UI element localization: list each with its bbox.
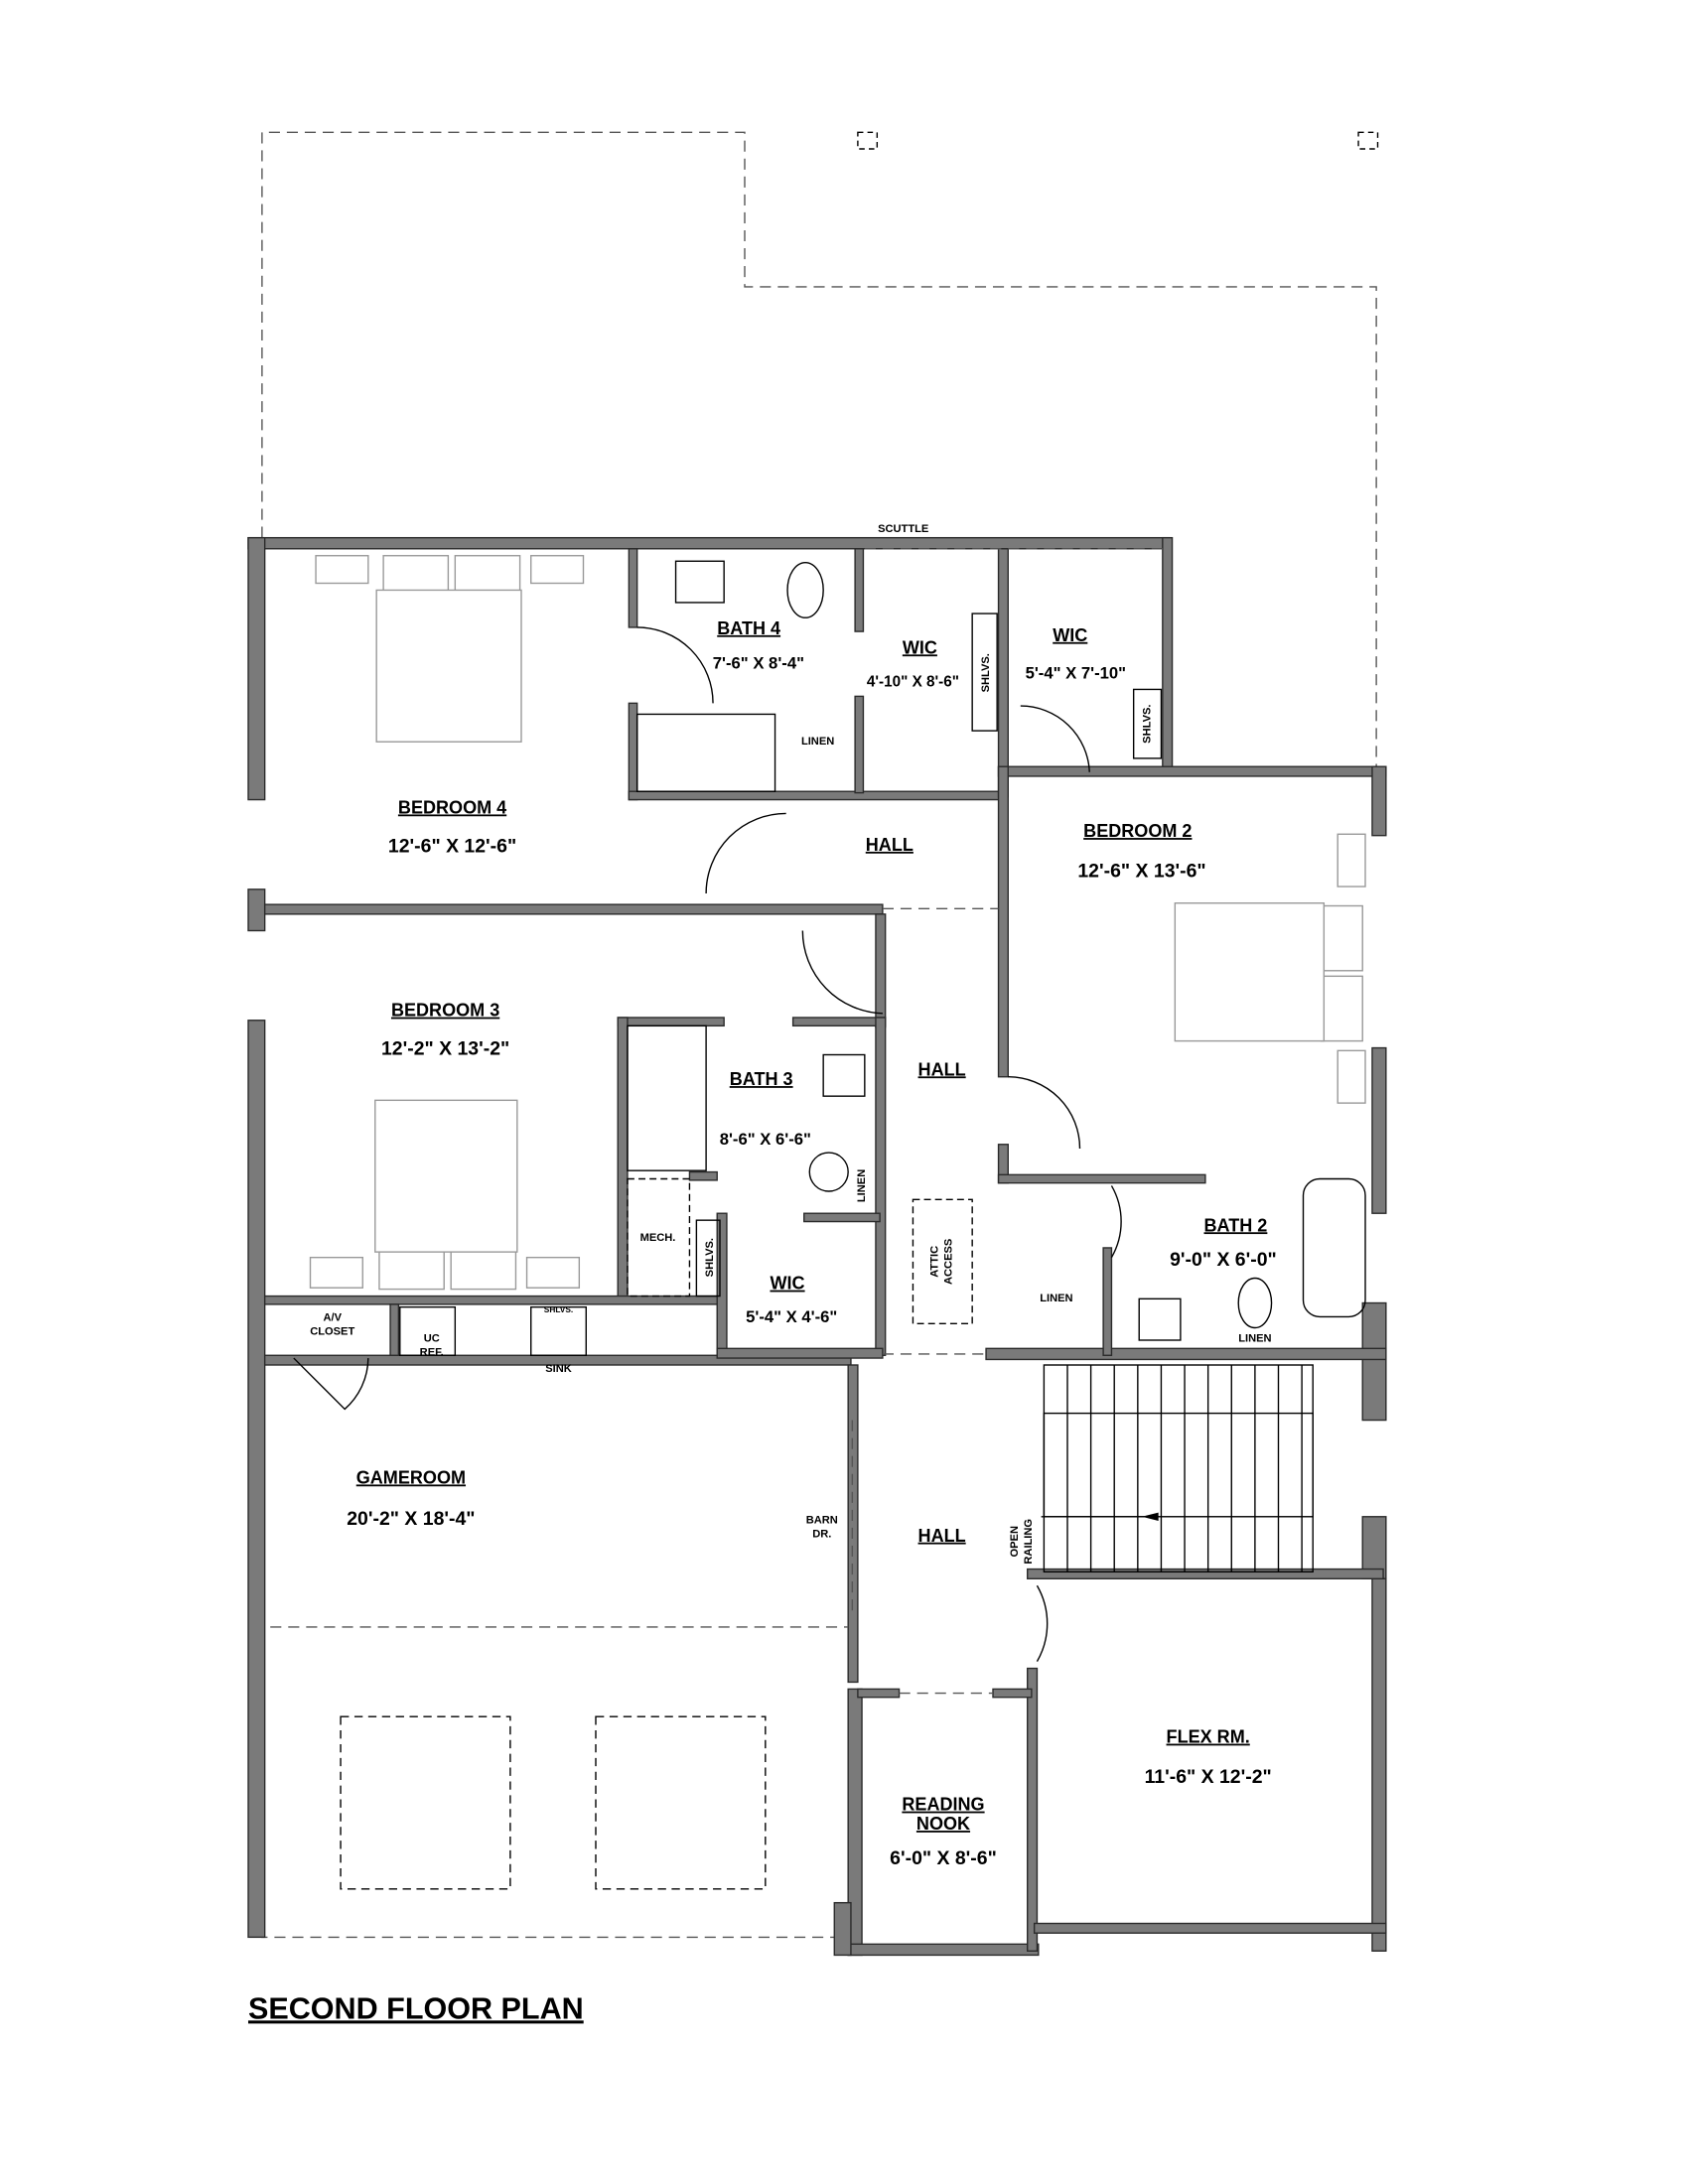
bed (374, 1099, 518, 1253)
uc-ref-label: REF. (420, 1346, 444, 1358)
barn-door-label: DR. (812, 1529, 831, 1541)
room-name: BEDROOM 2 (1083, 821, 1192, 841)
room-dims: 12'-6" X 12'-6" (388, 835, 516, 857)
corner-marker (857, 131, 879, 150)
room-name: FLEX RM. (1167, 1727, 1250, 1747)
room-dims: 4'-10" X 8'-6" (867, 674, 959, 691)
room-name: READING (902, 1795, 984, 1815)
corner-marker (1357, 131, 1379, 150)
barn-door-label: BARN (806, 1515, 838, 1527)
room-dims: 9'-0" X 6'-0" (1170, 1249, 1277, 1271)
room-name: GAMEROOM (356, 1467, 466, 1487)
room-dims: 5'-4" X 7'-10" (1026, 663, 1127, 682)
linen-label: LINEN (856, 1169, 868, 1202)
access-label: ACCESS (942, 1239, 954, 1285)
room-name: NOOK (916, 1814, 970, 1834)
bed (1174, 902, 1326, 1042)
room-dims: 6'-0" X 8'-6" (890, 1847, 997, 1869)
room-dims: 5'-4" X 4'-6" (746, 1307, 837, 1326)
shower (635, 713, 776, 792)
room-dims: 11'-6" X 12'-2" (1145, 1766, 1272, 1788)
room-name: WIC (771, 1274, 805, 1294)
stairs (1041, 1364, 1314, 1573)
shelves-label: SHLVS. (544, 1304, 573, 1314)
open-railing-label: OPEN (1009, 1526, 1021, 1557)
room-dims: 20'-2" X 18'-4" (347, 1508, 475, 1530)
sink (1138, 1297, 1182, 1341)
av-closet-label: CLOSET (310, 1325, 354, 1337)
open-railing-label: RAILING (1023, 1519, 1035, 1565)
deck-outline (261, 1626, 839, 1939)
furniture (309, 555, 1366, 1890)
toilet (808, 1152, 849, 1192)
room-name: BEDROOM 4 (398, 797, 506, 817)
room-name: HALL (918, 1059, 966, 1079)
linen-label: LINEN (1238, 1332, 1271, 1344)
attic-label: ATTIC (928, 1246, 940, 1278)
doors (293, 626, 1122, 1662)
shelves-label: SHLVS. (1141, 705, 1153, 744)
toilet (786, 561, 824, 618)
scuttle-label: SCUTTLE (878, 523, 928, 535)
plan-title: SECOND FLOOR PLAN (248, 1991, 584, 2025)
toilet (1237, 1277, 1273, 1329)
uc-ref-label: UC (424, 1332, 440, 1344)
room-name: BATH 4 (717, 618, 780, 638)
openings (270, 548, 1163, 1695)
room-name: BATH 3 (730, 1069, 793, 1089)
walls (247, 536, 1387, 1957)
sink-label: SINK (545, 1363, 572, 1375)
linen-label: LINEN (801, 736, 834, 748)
attic-hatch (912, 1198, 973, 1325)
room-dims: 12'-2" X 13'-2" (381, 1038, 509, 1060)
av-closet-label: A/V (323, 1312, 342, 1324)
room-dims: 8'-6" X 6'-6" (720, 1130, 811, 1149)
shelves-label: SHLVS. (980, 653, 992, 692)
room-name: BEDROOM 3 (391, 1001, 499, 1021)
shower (627, 1024, 707, 1171)
room-name: BATH 2 (1204, 1215, 1268, 1235)
mech-label: MECH. (640, 1232, 676, 1244)
room-dims: 12'-6" X 13'-6" (1077, 860, 1205, 882)
bathtub (1302, 1177, 1366, 1318)
room-name: HALL (918, 1526, 966, 1546)
room-name: HALL (866, 835, 914, 855)
linen-label: LINEN (1040, 1293, 1072, 1304)
bed (375, 589, 522, 743)
shelves-label: SHLVS. (704, 1238, 716, 1277)
room-name: WIC (903, 637, 937, 657)
sink (674, 560, 725, 604)
sink (822, 1053, 866, 1097)
room-name: WIC (1053, 625, 1087, 645)
room-dims: 7'-6" X 8'-4" (713, 654, 804, 673)
